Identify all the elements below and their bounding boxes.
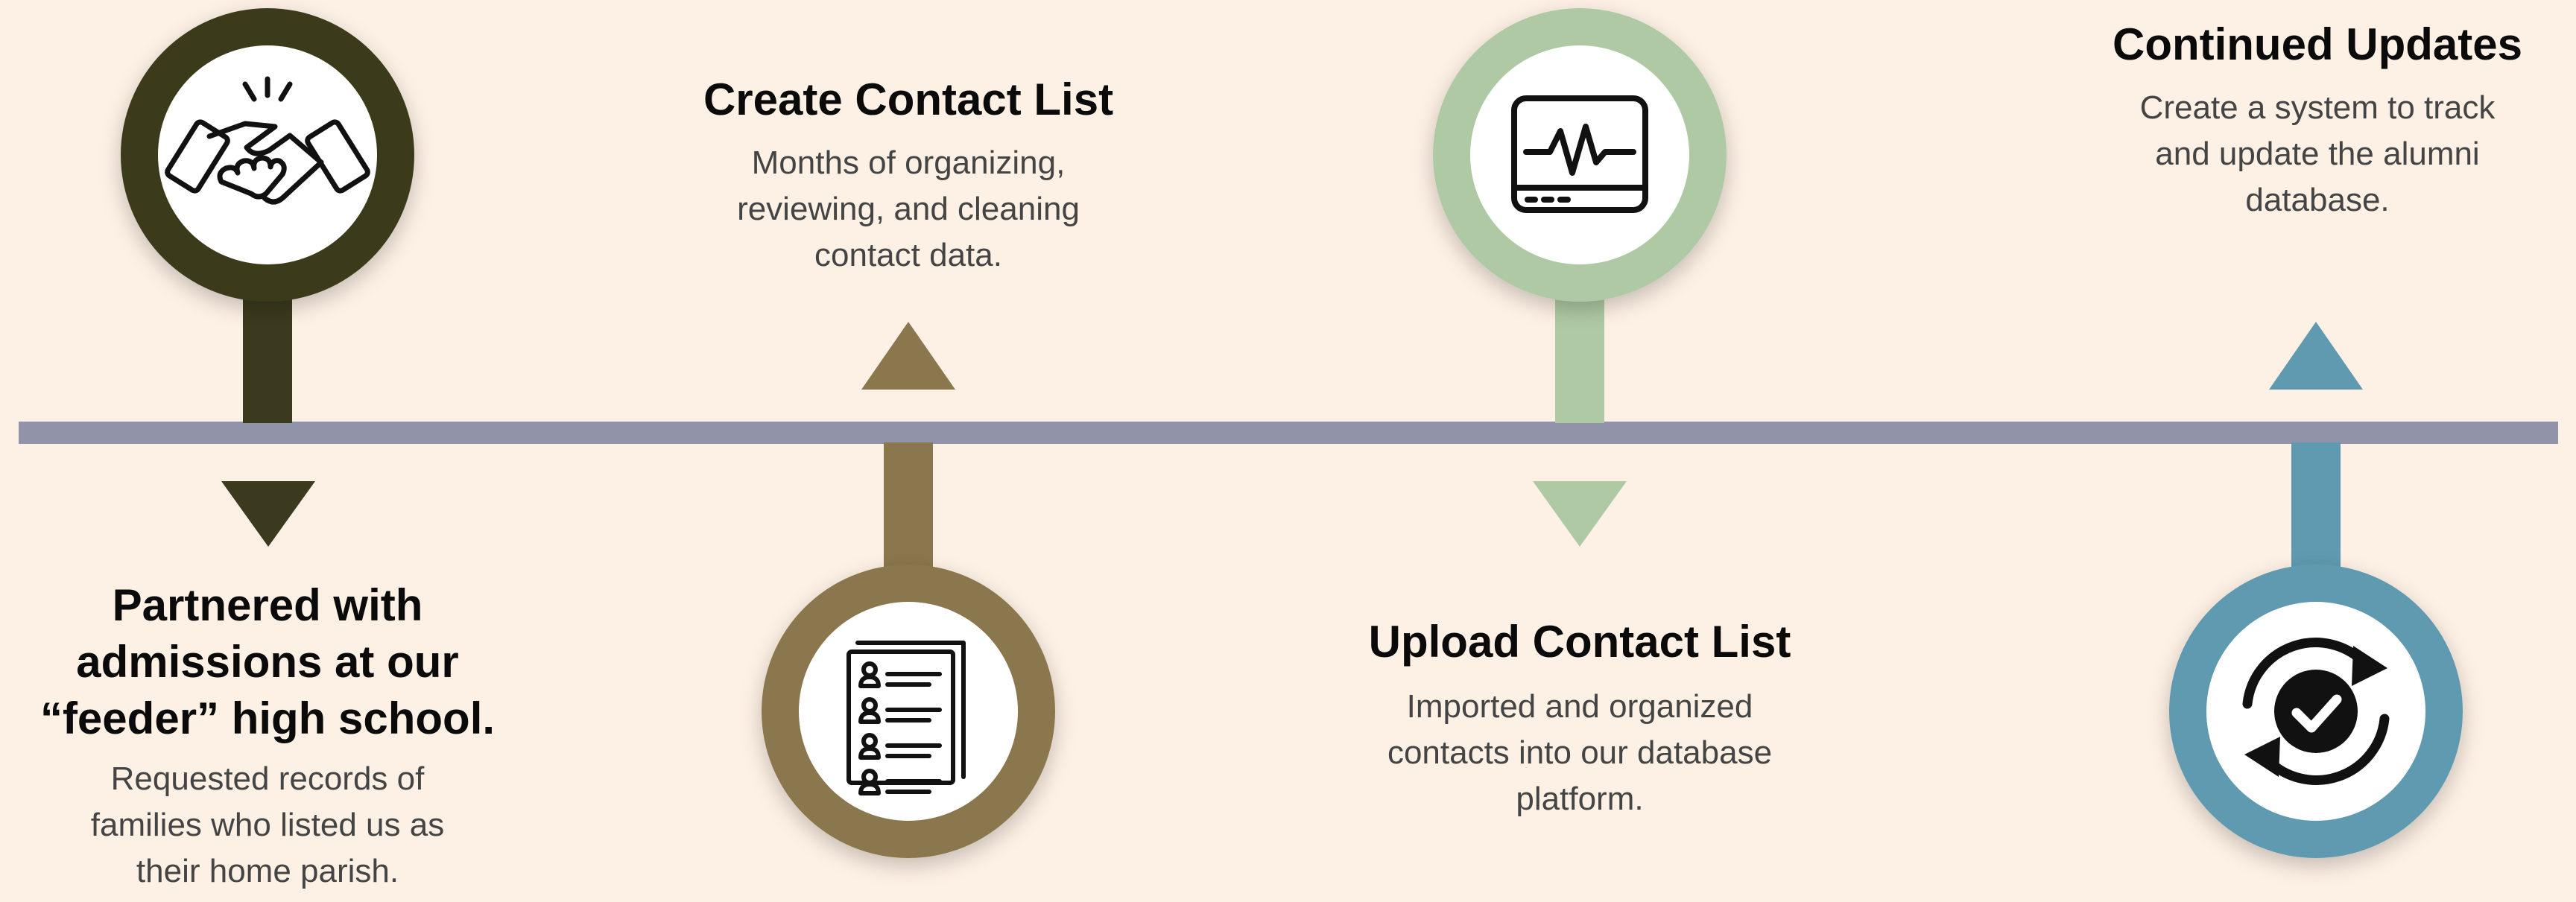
step-2-description: Months of organizing, reviewing, and cle… xyxy=(737,144,1080,273)
step-3-text: Upload Contact List Imported and organiz… xyxy=(1326,614,1833,822)
step-3-stem xyxy=(1555,283,1604,423)
timeline-bar xyxy=(19,422,2558,444)
step-1-stem xyxy=(243,283,292,423)
step-3-description: Imported and organized contacts into our… xyxy=(1387,688,1773,817)
step-1-marker xyxy=(121,8,414,547)
step-2-stem xyxy=(884,442,933,584)
sync-check-icon xyxy=(2242,638,2390,785)
step-1-icon-bg xyxy=(158,45,377,264)
step-2-title: Create Contact List xyxy=(703,74,1114,124)
step-2-text: Create Contact List Months of organizing… xyxy=(662,72,1154,279)
monitor-pulse-icon xyxy=(1511,95,1648,213)
step-4-text: Continued Updates Create a system to tra… xyxy=(2079,16,2556,223)
step-4-stem xyxy=(2291,442,2341,584)
step-1-description: Requested records of families who listed… xyxy=(90,760,445,889)
handshake-icon xyxy=(165,76,370,205)
step-4-description: Create a system to track and update the … xyxy=(2139,89,2496,218)
step-3-arrow xyxy=(1533,481,1627,547)
contact-list-icon xyxy=(846,641,966,795)
step-4-title: Continued Updates xyxy=(2113,19,2522,69)
step-1-title: Partnered with admissions at our “feeder… xyxy=(39,580,496,743)
step-1-text: Partnered with admissions at our “feeder… xyxy=(37,577,499,895)
step-1-arrow xyxy=(221,481,315,547)
step-3-title: Upload Contact List xyxy=(1368,617,1791,667)
step-3-marker xyxy=(1433,8,1727,547)
step-2-arrow xyxy=(861,322,955,390)
step-4-arrow xyxy=(2269,322,2363,390)
